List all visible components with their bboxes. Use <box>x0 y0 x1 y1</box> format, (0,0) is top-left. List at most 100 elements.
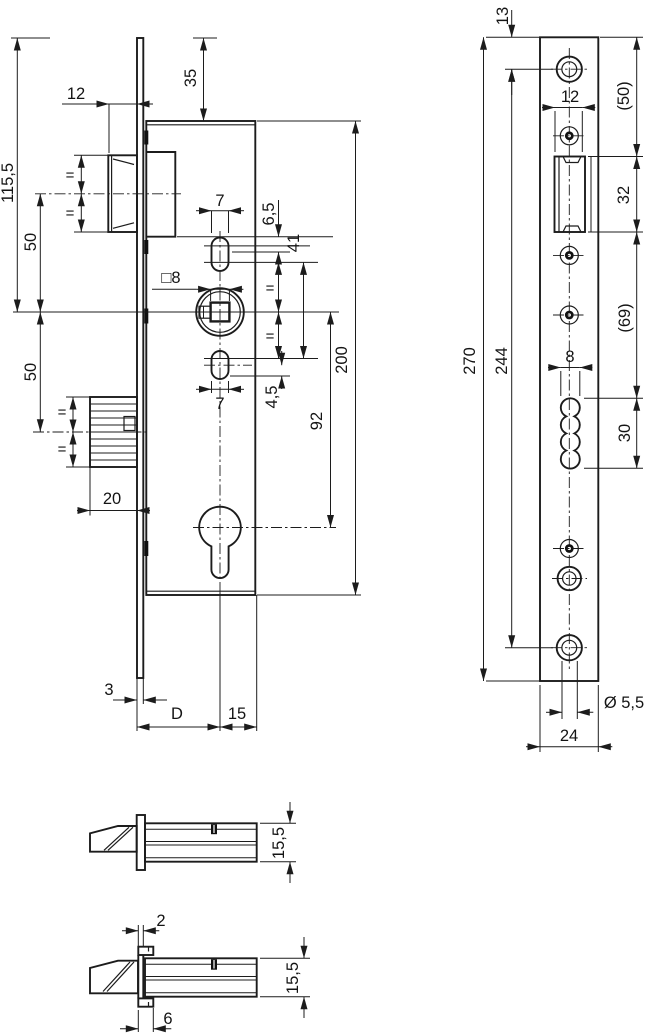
dim-label: 200 <box>333 346 351 374</box>
dim-label: 12 <box>561 88 579 106</box>
dim-label: (69) <box>616 303 634 332</box>
fixing-hole-5 <box>553 538 586 559</box>
dim-6: 6 <box>120 1008 173 1033</box>
faceplate-front <box>539 36 600 682</box>
deadbolt <box>33 396 150 468</box>
dim-label: 41 <box>285 234 303 252</box>
dim-equal-deadbolt: = = <box>58 396 92 468</box>
dim-label: 6 <box>163 1010 172 1028</box>
dim-50-upper: 50 <box>22 193 44 312</box>
latch-bolt <box>35 151 181 238</box>
dim-24: 24 <box>526 685 613 752</box>
dim-label: 24 <box>560 727 578 745</box>
dim-7-lower: 7 <box>196 381 244 413</box>
fixing-tab <box>144 541 149 556</box>
faceplate <box>136 37 145 679</box>
dim-15-5-channel: 15,5 <box>260 937 310 1018</box>
dim-label: 244 <box>493 347 511 375</box>
screw-hole-middle <box>552 565 587 592</box>
faceplate-section <box>135 814 146 871</box>
dim-label: 6,5 <box>260 203 278 226</box>
dim-12: 12 <box>62 85 153 153</box>
dim-label: = <box>66 205 75 222</box>
latch-detail-view-channel: 2 15,5 <box>89 912 310 1033</box>
dim-69-paren: (69) <box>616 232 641 399</box>
screw-hole-bottom <box>551 634 588 662</box>
latch-opening <box>553 155 592 233</box>
latch-head-top-view <box>89 825 138 853</box>
dim-label: = <box>266 328 275 345</box>
dim-label: 2 <box>156 912 165 930</box>
dim-115-5: 115,5 <box>0 37 50 312</box>
dim-label: (50) <box>615 81 633 110</box>
dim-92: 92 <box>308 312 334 528</box>
dim-244: 244 <box>493 69 516 648</box>
dim-label: 50 <box>22 233 40 251</box>
dim-label: 3 <box>104 681 113 699</box>
dim-diameter-5-5: Ø 5,5 <box>546 661 644 719</box>
dim-label: 50 <box>22 363 40 381</box>
dim-label: 35 <box>182 69 200 87</box>
dim-2: 2 <box>122 912 166 947</box>
dim-15-5-flat: 15,5 <box>260 802 296 883</box>
dim-12-front: 12 <box>542 88 596 152</box>
dim-270: 270 <box>461 37 540 682</box>
dim-label: 12 <box>67 85 85 103</box>
dim-equal-right-lower: = <box>266 312 282 359</box>
dim-label: D <box>171 705 183 723</box>
dim-50-lower: 50 <box>22 312 44 432</box>
dim-label: 4,5 <box>263 386 281 409</box>
dim-3: 3 <box>104 678 167 731</box>
fixing-tab <box>144 308 149 324</box>
dim-50-paren: (50) <box>588 36 643 157</box>
dim-label: 13 <box>494 7 512 25</box>
dim-label: 32 <box>615 186 633 204</box>
faceplate-front-view: 13 (50) 12 32 (69) <box>461 7 644 752</box>
dim-20: 20 <box>77 467 150 516</box>
dim-6-5: 6,5 <box>260 200 282 265</box>
dim-label: 15,5 <box>284 962 302 994</box>
dim-equal-right-upper: = <box>266 262 282 312</box>
dim-label: = <box>58 441 67 458</box>
dim-label: 115,5 <box>0 163 17 203</box>
dim-7-upper: 7 <box>196 192 244 233</box>
latch-detail-view-flat: 15,5 <box>89 802 296 883</box>
dim-35: 35 <box>182 37 217 121</box>
dim-label: 30 <box>616 424 634 442</box>
dim-label: = <box>58 404 67 421</box>
fixing-hole-3 <box>553 245 586 265</box>
fixing-hole-4 <box>553 305 586 325</box>
fixing-tab <box>144 130 149 145</box>
deadbolt-opening <box>559 397 581 470</box>
dim-200: 200 <box>257 120 361 596</box>
fixing-hole-2 <box>553 126 586 146</box>
dim-label: 15 <box>228 705 246 723</box>
dim-label: 270 <box>461 347 479 375</box>
dim-label: = <box>66 167 75 184</box>
dim-label: 20 <box>103 490 121 508</box>
dim-backset-D-15: D 15 <box>137 595 258 731</box>
dim-equal-latch: = = <box>66 154 110 233</box>
dim-label: 92 <box>308 412 326 430</box>
latch-head-top-view-b <box>89 959 139 995</box>
dim-square-8: □8 <box>152 269 244 301</box>
dim-label: = <box>266 280 275 297</box>
main-section-view: 115,5 50 50 35 12 = = <box>0 37 361 731</box>
screw-hole-top <box>551 55 588 83</box>
dim-label: 15,5 <box>270 827 288 859</box>
dim-41: 41 <box>285 234 307 359</box>
dim-label: 8 <box>565 348 574 366</box>
dim-label: □8 <box>161 269 180 287</box>
dim-label: Ø 5,5 <box>604 694 644 712</box>
dim-30: 30 <box>584 397 643 469</box>
latch-body-top-view <box>144 822 258 863</box>
dim-13: 13 <box>486 7 540 95</box>
dim-4-5: 4,5 <box>263 351 286 409</box>
latch-body-top-view-b <box>144 957 258 998</box>
dim-label: 7 <box>215 395 224 413</box>
dim-label: 7 <box>215 192 224 210</box>
dim-8: 8 <box>548 348 593 396</box>
dim-32: 32 <box>588 156 643 233</box>
